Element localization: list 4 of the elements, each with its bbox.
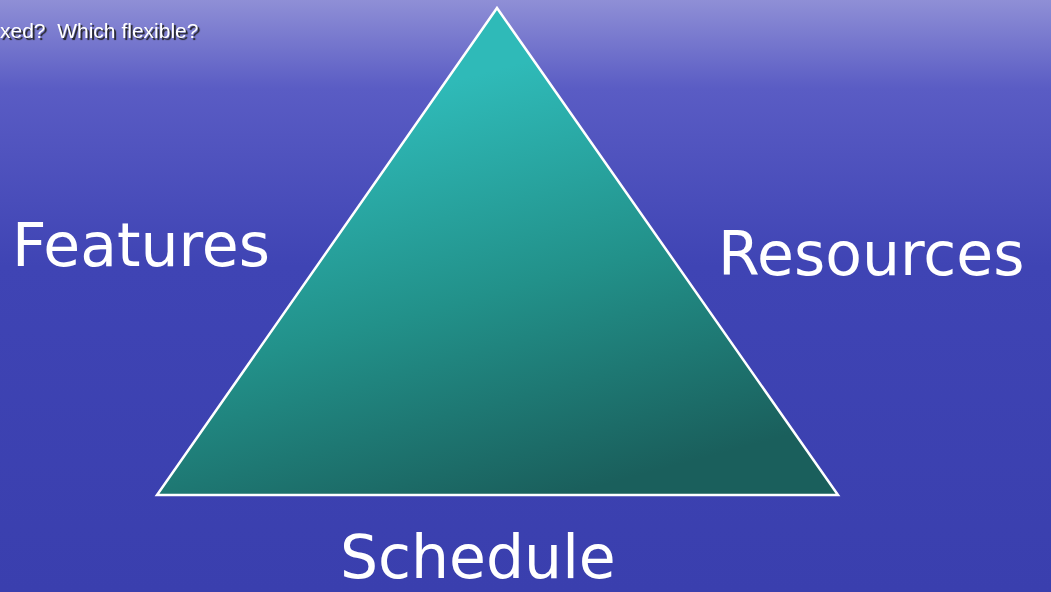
triangle-side-label: Schedule [340,527,616,587]
question-text: xed? Which flexible? [0,20,199,41]
triangle-side-label: Features [12,215,270,275]
triangle-side-label: Resources [718,224,1025,284]
